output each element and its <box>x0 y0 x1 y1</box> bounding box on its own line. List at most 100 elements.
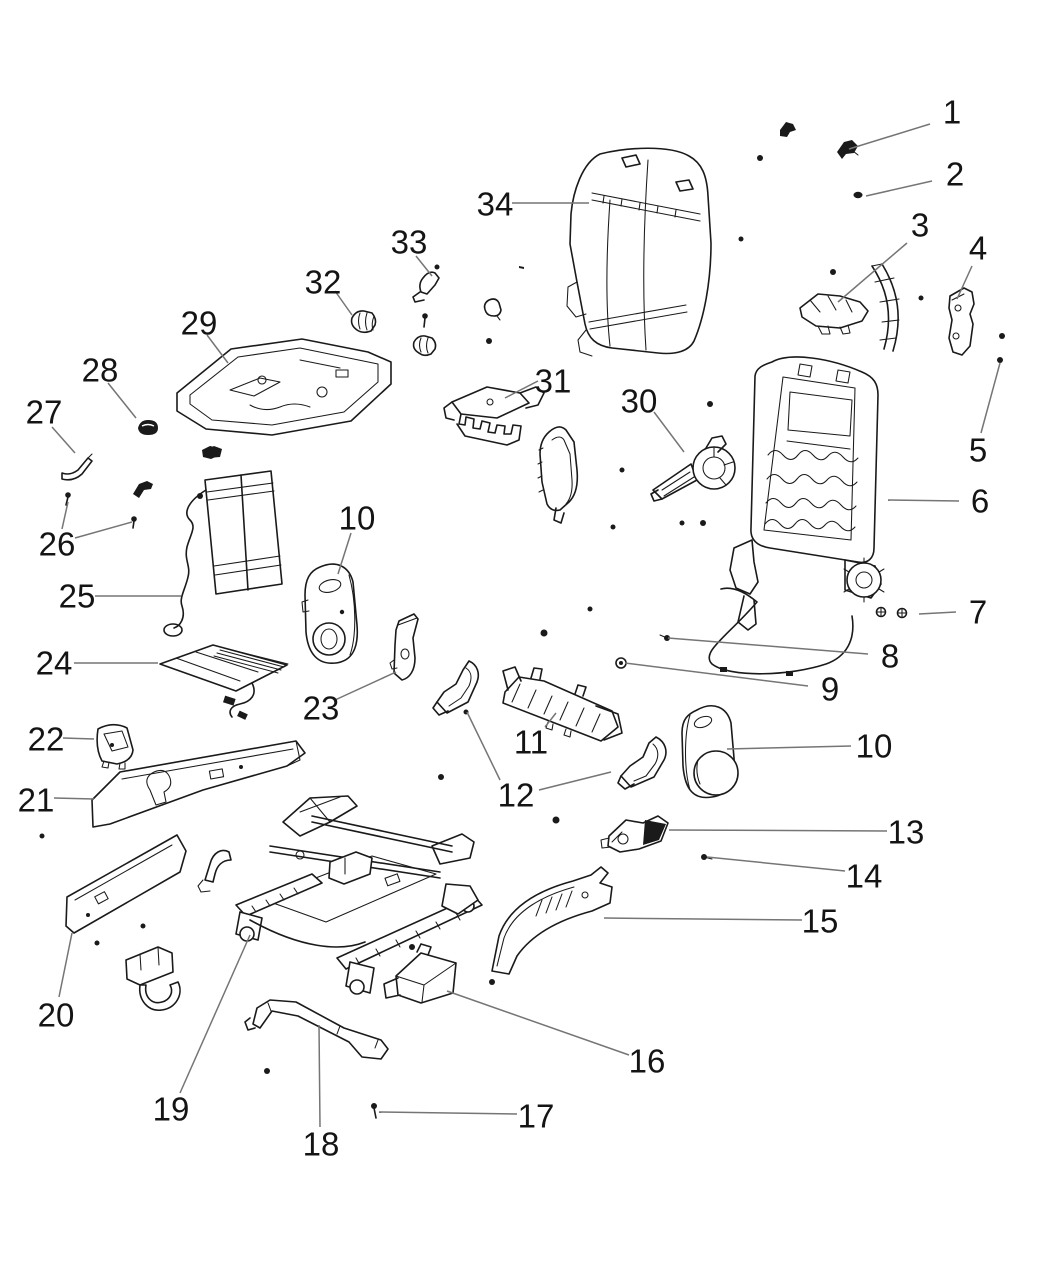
callout-4[interactable]: 4 <box>969 230 987 267</box>
callout-6[interactable]: 6 <box>971 483 989 520</box>
leader-line-6 <box>887 499 960 502</box>
part-32-bushing <box>350 310 377 334</box>
callout-3[interactable]: 3 <box>911 207 929 244</box>
fastener-9-nut <box>615 657 627 669</box>
part-29-seat-pan <box>176 338 392 458</box>
callout-30[interactable]: 30 <box>621 383 658 420</box>
callout-16[interactable]: 16 <box>629 1043 666 1080</box>
leader-line-23 <box>334 671 397 701</box>
part-24-suspension-mat <box>159 644 289 720</box>
callout-18[interactable]: 18 <box>303 1126 340 1163</box>
part-6-seatback-frame <box>708 356 885 676</box>
callout-10[interactable]: 10 <box>856 728 893 765</box>
callout-32[interactable]: 32 <box>305 264 342 301</box>
callout-13[interactable]: 13 <box>888 814 925 851</box>
fastener-14-screw <box>701 854 713 860</box>
leader-line-33 <box>415 255 433 277</box>
part-12-bracket-right <box>617 736 667 790</box>
fastener-17-screw <box>371 1103 377 1119</box>
part-32-bushing-lower <box>412 335 437 357</box>
part-12-bracket-left <box>432 660 480 716</box>
callout-2[interactable]: 2 <box>946 156 964 193</box>
callout-layer: 1234567891010111213141516171819202122232… <box>18 94 1001 1163</box>
callout-8[interactable]: 8 <box>881 638 899 675</box>
callout-1[interactable]: 1 <box>943 94 961 131</box>
leader-line-26 <box>61 501 69 530</box>
leader-line-1 <box>848 123 931 150</box>
leader-line-10 <box>337 532 352 575</box>
part-30-recliner-handle <box>650 435 736 502</box>
leader-line-15 <box>603 917 803 921</box>
part-4-side-bracket <box>948 287 975 356</box>
leader-line-4 <box>956 265 973 300</box>
part-25-wire-harness-and-pad <box>133 446 283 637</box>
leader-line-18 <box>318 1024 321 1128</box>
part-11-rear-shield-rail <box>502 666 623 742</box>
leader-line-7 <box>918 611 957 615</box>
part-18-cross-bar <box>244 999 389 1060</box>
leader-line-10 <box>726 745 852 750</box>
leader-line-27 <box>51 426 76 454</box>
callout-19[interactable]: 19 <box>153 1091 190 1128</box>
leader-line-11 <box>544 712 557 728</box>
part-vertical-shield <box>537 426 579 524</box>
part-1-retainer-clip <box>837 140 859 159</box>
part-2-screw <box>853 191 863 199</box>
callout-28[interactable]: 28 <box>82 352 119 389</box>
leader-line-12 <box>466 711 501 781</box>
leader-line-5 <box>980 362 1001 434</box>
part-3-headrest-guide-bracket <box>799 263 900 352</box>
part-33-hook-bracket <box>412 264 440 303</box>
fastener-8-screw <box>659 634 670 641</box>
part-22-end-cover <box>96 723 134 770</box>
callout-23[interactable]: 23 <box>303 690 340 727</box>
callout-29[interactable]: 29 <box>181 305 218 342</box>
leader-line-28 <box>107 382 137 419</box>
callout-31[interactable]: 31 <box>535 363 572 400</box>
callout-14[interactable]: 14 <box>846 858 883 895</box>
leader-line-8 <box>667 637 869 655</box>
part-7-screws <box>875 606 908 619</box>
leader-line-20 <box>58 932 73 998</box>
callout-34[interactable]: 34 <box>477 186 514 223</box>
part-20-side-panel <box>65 834 187 934</box>
leader-line-22 <box>62 737 95 740</box>
callout-10[interactable]: 10 <box>339 500 376 537</box>
leader-line-21 <box>53 797 95 800</box>
callout-26[interactable]: 26 <box>39 526 76 563</box>
callout-22[interactable]: 22 <box>28 721 65 758</box>
callout-21[interactable]: 21 <box>18 782 55 819</box>
part-31-bracket-assembly <box>443 386 545 446</box>
part-20-bracket-cluster <box>125 946 181 1011</box>
leader-line-13 <box>668 829 888 832</box>
callout-9[interactable]: 9 <box>821 671 839 708</box>
part-34-back-panel <box>566 147 712 357</box>
callout-7[interactable]: 7 <box>969 594 987 631</box>
callout-15[interactable]: 15 <box>802 903 839 940</box>
callout-25[interactable]: 25 <box>59 578 96 615</box>
callout-5[interactable]: 5 <box>969 432 987 469</box>
leader-line-19 <box>179 934 251 1094</box>
part-15-side-shield <box>491 866 613 975</box>
fastener-bolt-small <box>422 313 428 328</box>
leader-line-3 <box>837 242 908 303</box>
part-28-clip <box>138 420 158 435</box>
callout-11[interactable]: 11 <box>514 724 548 761</box>
callout-17[interactable]: 17 <box>518 1098 555 1135</box>
part-23-bracket <box>389 613 419 681</box>
callout-24[interactable]: 24 <box>36 645 73 682</box>
part-16-bracket-box <box>383 943 457 1004</box>
callout-27[interactable]: 27 <box>26 394 63 431</box>
fasteners <box>39 122 1005 1119</box>
leader-line-17 <box>378 1111 518 1115</box>
leader-line-31 <box>504 380 539 399</box>
callout-33[interactable]: 33 <box>391 224 428 261</box>
callout-12[interactable]: 12 <box>498 777 535 814</box>
leader-line-30 <box>653 411 685 453</box>
callout-20[interactable]: 20 <box>38 997 75 1034</box>
leader-line-12 <box>538 771 612 791</box>
leader-line-29 <box>206 334 229 364</box>
fasteners-26 <box>65 492 137 529</box>
